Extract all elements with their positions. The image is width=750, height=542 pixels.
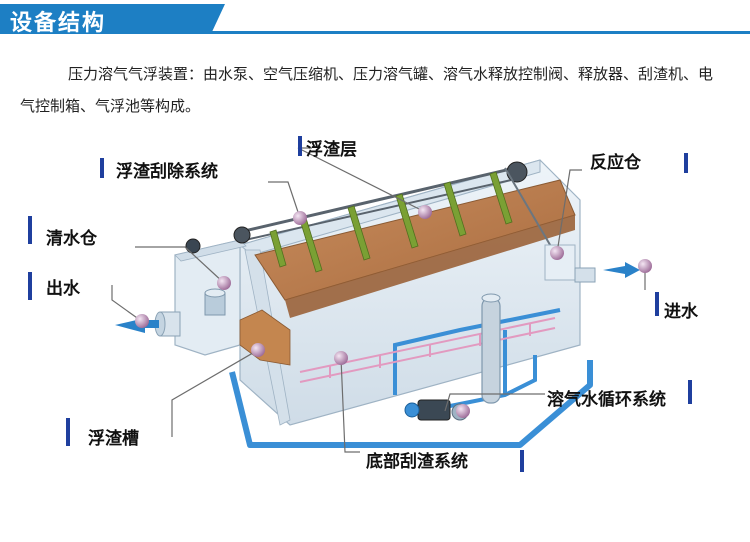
dissolved-air-tank xyxy=(481,293,501,404)
marker-scum-trough xyxy=(66,418,70,446)
outlet-pipe xyxy=(154,311,181,337)
label-bottom-scraper: 底部刮渣系统 xyxy=(366,452,468,472)
callout-ball-outlet xyxy=(135,314,149,328)
marker-dissolved-air-circulation xyxy=(688,380,692,404)
clear-water-tank xyxy=(174,238,247,356)
section-header: 设备结构 xyxy=(0,0,750,38)
label-clear-water-tank: 清水仓 xyxy=(46,229,97,249)
marker-scum-removal xyxy=(100,158,104,178)
inlet-arrow xyxy=(603,262,640,278)
marker-water-outlet xyxy=(28,272,32,300)
callout-ball-clear-water xyxy=(217,276,231,290)
callout-ball-inlet xyxy=(638,259,652,273)
label-dissolved-air-circulation: 溶气水循环系统 xyxy=(547,390,666,410)
header-bar xyxy=(0,4,205,34)
label-water-inlet: 进水 xyxy=(664,302,698,322)
equipment-description: 压力溶气气浮装置：由水泵、空气压缩机、压力溶气罐、溶气水释放控制阀、释放器、刮渣… xyxy=(20,65,714,115)
section-title: 设备结构 xyxy=(10,11,107,36)
callout-ball-scum-removal xyxy=(293,211,307,225)
marker-reaction-tank xyxy=(684,153,688,173)
label-scum-trough: 浮渣槽 xyxy=(88,429,139,449)
marker-bottom-scraper xyxy=(520,450,524,472)
label-reaction-tank: 反应仓 xyxy=(590,153,641,173)
marker-clear-water-tank xyxy=(28,216,32,244)
scum-scraper xyxy=(233,161,557,273)
callout-ball-scum-layer xyxy=(418,205,432,219)
marker-water-inlet xyxy=(655,292,659,316)
label-scum-layer: 浮渣层 xyxy=(306,140,357,160)
callout-ball-circulation xyxy=(456,404,470,418)
label-scum-removal: 浮渣刮除系统 xyxy=(116,162,218,182)
callout-ball-reaction-tank xyxy=(550,246,564,260)
callout-ball-scum-trough xyxy=(251,343,265,357)
callout-markers xyxy=(135,205,652,418)
marker-scum-layer xyxy=(298,136,302,156)
callout-ball-bottom-scraper xyxy=(334,351,348,365)
label-water-outlet: 出水 xyxy=(46,279,80,299)
base-pipe-loop xyxy=(229,360,593,448)
callout-leaders xyxy=(111,147,646,453)
circulation-pipes xyxy=(393,308,561,412)
header-underline xyxy=(210,31,750,34)
